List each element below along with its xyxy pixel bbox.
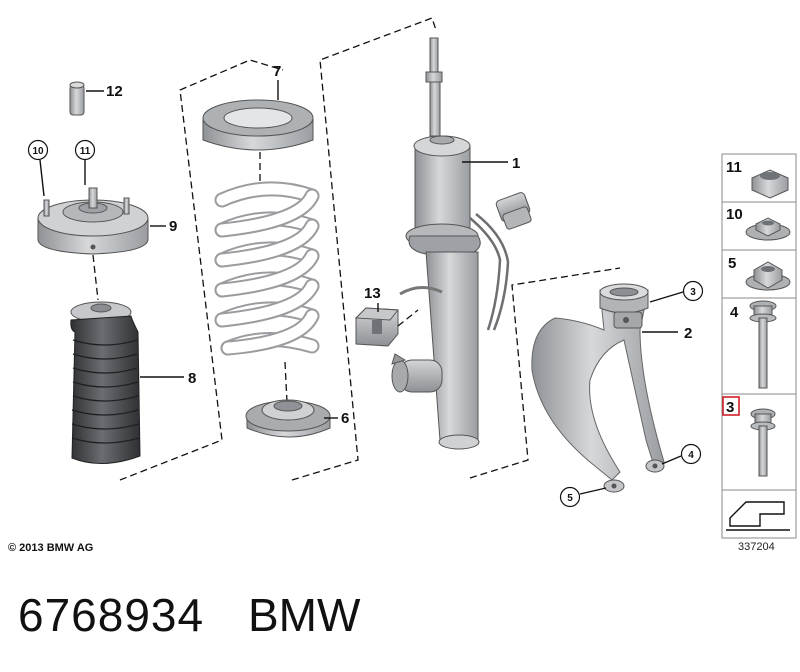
hex-nut-11 xyxy=(751,169,789,199)
group-line-right xyxy=(469,267,621,479)
parts-diagram: 12 10 11 9 8 xyxy=(27,17,797,539)
callout-7: 7 xyxy=(273,63,281,80)
panel-label-4: 4 xyxy=(730,304,739,321)
callout-12: 12 xyxy=(106,83,123,100)
flange-nut-10 xyxy=(745,217,791,241)
shock-absorber-part-1 xyxy=(391,37,481,450)
bolt-3 xyxy=(750,408,776,477)
callout-1: 1 xyxy=(512,155,520,172)
flange-nut-5 xyxy=(745,261,791,291)
arrow-symbol xyxy=(726,501,790,531)
panel-label-10: 10 xyxy=(726,206,743,223)
callout-13: 13 xyxy=(364,285,381,302)
callout-circle-4 xyxy=(680,443,702,465)
diagram-reference-number: 337204 xyxy=(738,541,775,553)
stud-part-12 xyxy=(69,81,85,116)
callout-circle-11 xyxy=(74,139,96,161)
upper-spring-pad-part-7 xyxy=(202,99,314,151)
callout-circle-5 xyxy=(559,486,581,508)
callout-8: 8 xyxy=(188,370,196,387)
callout-9: 9 xyxy=(169,218,177,235)
callout-3: 3 xyxy=(690,287,696,298)
coil-spring xyxy=(214,181,320,356)
callout-5: 5 xyxy=(567,493,573,504)
bolt-4 xyxy=(749,300,777,389)
strut-wiring-harness xyxy=(469,192,532,331)
callout-6: 6 xyxy=(341,410,349,427)
bracket-part-2 xyxy=(531,283,665,493)
panel-label-11: 11 xyxy=(726,159,742,176)
clip-part-13 xyxy=(354,307,399,347)
strut-mount-part-9 xyxy=(37,187,149,255)
panel-label-3: 3 xyxy=(726,399,734,416)
fastener-side-panel: 11 10 5 4 3 xyxy=(721,153,797,539)
brand-name: BMW xyxy=(248,589,361,641)
callout-circle-10 xyxy=(27,139,49,161)
callout-circle-3 xyxy=(682,280,704,302)
highlight-box-3 xyxy=(722,396,740,416)
lower-spring-pad-part-6 xyxy=(245,399,331,438)
callout-4: 4 xyxy=(688,450,694,461)
part-number: 6768934 xyxy=(18,589,205,641)
callout-11: 11 xyxy=(80,146,91,157)
group-line-left xyxy=(119,59,284,481)
copyright-text: © 2013 BMW AG xyxy=(8,542,94,554)
protection-boot-part-8 xyxy=(70,301,141,465)
panel-label-5: 5 xyxy=(728,255,736,272)
callout-2: 2 xyxy=(684,325,692,342)
callout-10: 10 xyxy=(32,146,44,157)
group-line-middle xyxy=(291,17,437,481)
